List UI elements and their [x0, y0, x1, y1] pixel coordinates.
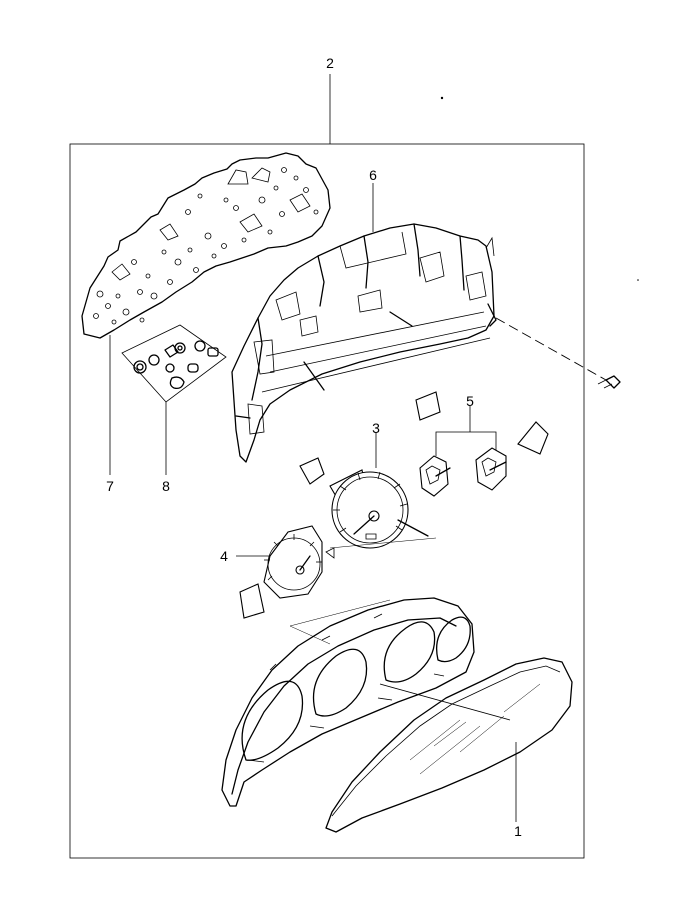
callout-6: 6: [369, 167, 377, 183]
printed-circuit-sheet: [81, 152, 331, 475]
callout-3: 3: [372, 420, 380, 436]
callout-1: 1: [514, 823, 522, 839]
cluster-glass-lens: [325, 657, 573, 833]
callout-8: 8: [162, 478, 170, 494]
alignment-line: [289, 599, 391, 627]
gauge-insulator: [517, 421, 549, 455]
callout-5: 5: [466, 393, 474, 409]
speck: [440, 96, 444, 100]
alignment-line: [289, 625, 331, 645]
alignment-line: [329, 537, 437, 549]
speck: [637, 279, 639, 281]
mounting-screw: [495, 317, 621, 389]
gauge-insulator: [299, 457, 325, 485]
assembly-frame: [69, 143, 585, 859]
gauge-insulator: [415, 391, 441, 421]
callout-7: 7: [106, 478, 114, 494]
callout-2: 2: [326, 55, 334, 71]
tachometer-gauge: [236, 525, 335, 619]
bulb-socket-kit: [121, 324, 227, 475]
callout-4: 4: [220, 548, 228, 564]
fuel-temperature-gauges: [419, 406, 507, 497]
cluster-rear-housing: [231, 183, 497, 463]
cluster-front-bezel: [221, 597, 511, 807]
speedometer-gauge: [329, 432, 429, 549]
